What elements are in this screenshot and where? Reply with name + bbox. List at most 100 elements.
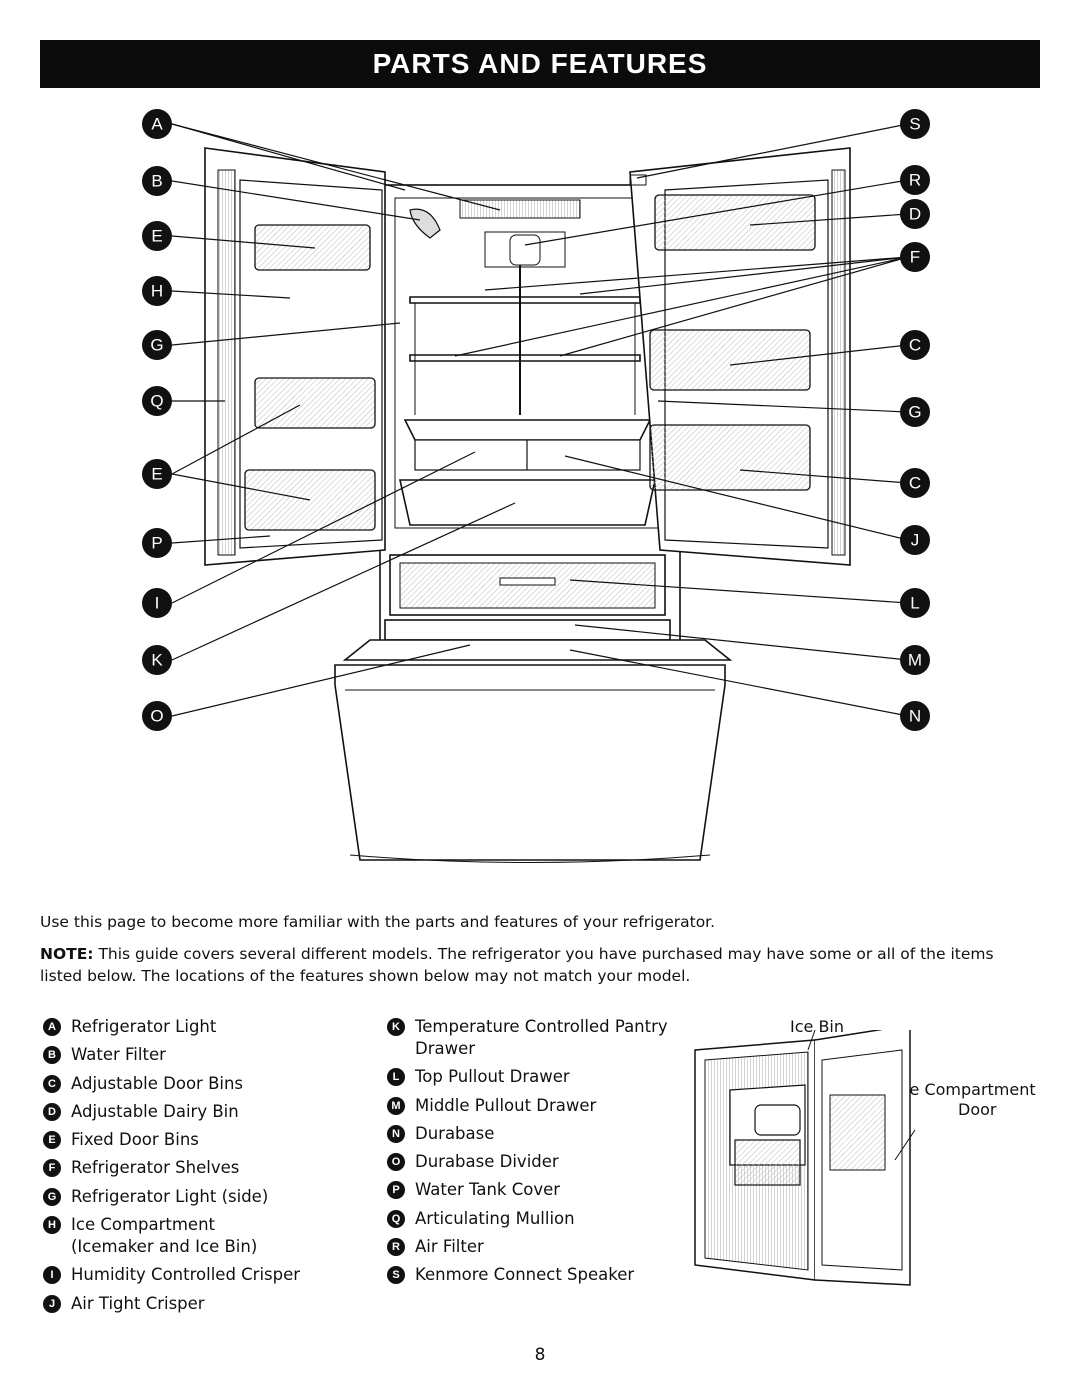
callout-letter: C — [909, 474, 921, 493]
callout-right-c: C — [900, 468, 930, 498]
callout-circle — [900, 397, 930, 427]
legend-badge: F — [43, 1159, 61, 1178]
legend-item: F Refrigerator Shelves — [43, 1157, 343, 1179]
callout-right-j: J — [900, 525, 930, 555]
callout-right-f: F — [900, 242, 930, 272]
legend-text: Air Tight Crisper — [71, 1293, 205, 1313]
legend-badge: K — [387, 1018, 405, 1036]
legend-badge: H — [43, 1216, 61, 1235]
leader-lines — [171, 123, 909, 717]
callout-right-l: L — [900, 588, 930, 618]
legend-item: N Durabase — [387, 1123, 687, 1145]
callout-letter: G — [150, 336, 163, 355]
callout-circle — [900, 525, 930, 555]
callout-circle — [142, 528, 172, 558]
callout-left-q: Q — [142, 386, 172, 416]
callout-letter: R — [909, 171, 921, 190]
callout-letter: J — [911, 531, 920, 550]
callout-letter: G — [908, 403, 921, 422]
legend-text: Ice Compartment (Icemaker and Ice Bin) — [71, 1215, 258, 1257]
legend-text: Air Filter — [415, 1237, 484, 1257]
callout-letter: I — [155, 594, 160, 613]
callout-letter: H — [151, 282, 163, 301]
legend-text: Humidity Controlled Crisper — [71, 1265, 301, 1285]
refrigerator-drawing — [204, 147, 851, 863]
page-number: 8 — [534, 1345, 546, 1365]
callout-circle — [900, 109, 930, 139]
callout-circle — [900, 330, 930, 360]
callout-left-b: B — [142, 166, 172, 196]
legend-text: Refrigerator Shelves — [71, 1158, 240, 1178]
legend-text: Water Tank Cover — [415, 1180, 561, 1200]
callout-circle — [900, 645, 930, 675]
callout-letter: D — [909, 205, 921, 224]
legend-text: Adjustable Dairy Bin — [71, 1101, 239, 1121]
callout-left-i: I — [142, 588, 172, 618]
callout-circle — [142, 459, 172, 489]
note-label: NOTE: — [40, 944, 94, 963]
callout-circle — [142, 221, 172, 251]
legend-text: Water Filter — [71, 1045, 166, 1065]
legend-item: L Top Pullout Drawer — [387, 1066, 687, 1088]
callout-circle — [900, 701, 930, 731]
legend-badge: N — [387, 1124, 405, 1143]
intro-text: Use this page to become more familiar wi… — [40, 912, 716, 931]
legend-text: Durabase — [415, 1123, 495, 1143]
callout-circle — [142, 109, 172, 139]
legend-text: Refrigerator Light — [71, 1017, 217, 1036]
legend-badge: B — [43, 1046, 61, 1065]
legend-badge: D — [43, 1102, 61, 1121]
legend-text: Top Pullout Drawer — [415, 1067, 570, 1087]
callout-circle — [142, 276, 172, 306]
callout-circle — [900, 199, 930, 229]
callout-letter: E — [151, 465, 162, 484]
callout-circle — [142, 166, 172, 196]
callout-circle — [142, 330, 172, 360]
legend-badge: R — [387, 1238, 405, 1257]
callout-letter: B — [151, 172, 162, 191]
callout-right-s: S — [900, 109, 930, 139]
callout-circle — [900, 468, 930, 498]
callout-left-h: H — [142, 276, 172, 306]
callout-right-c: C — [900, 330, 930, 360]
legend-badge: J — [43, 1294, 61, 1313]
callout-letter: F — [910, 248, 920, 267]
callout-letter: O — [150, 707, 163, 726]
callout-left-a: A — [142, 109, 172, 139]
callout-letter: E — [151, 227, 162, 246]
note-text: NOTE: This guide covers several differen… — [40, 943, 1040, 987]
door-label: Door — [958, 1100, 997, 1119]
legend-item: B Water Filter — [43, 1044, 343, 1066]
legend-text: Adjustable Door Bins — [71, 1073, 244, 1093]
legend-item: J Air Tight Crisper — [43, 1293, 343, 1315]
callout-letter: A — [151, 115, 163, 134]
callout-right-n: N — [900, 701, 930, 731]
legend-text: Articulating Mullion — [415, 1208, 575, 1228]
legend-badge: A — [43, 1018, 61, 1036]
callout-left-p: P — [142, 528, 172, 558]
legend-badge: S — [387, 1266, 405, 1285]
legend-item: D Adjustable Dairy Bin — [43, 1101, 343, 1123]
callout-circle — [142, 645, 172, 675]
callout-circle — [142, 588, 172, 618]
callout-left-o: O — [142, 701, 172, 731]
callout-circle — [900, 165, 930, 195]
legend-item: H Ice Compartment (Icemaker and Ice Bin) — [43, 1214, 343, 1258]
callout-right-g: G — [900, 397, 930, 427]
legend-text: Middle Pullout Drawer — [415, 1095, 597, 1115]
legend-badge: L — [387, 1068, 405, 1087]
legend-text: Fixed Door Bins — [71, 1130, 199, 1150]
callout-circle — [900, 588, 930, 618]
callout-left-k: K — [142, 645, 172, 675]
